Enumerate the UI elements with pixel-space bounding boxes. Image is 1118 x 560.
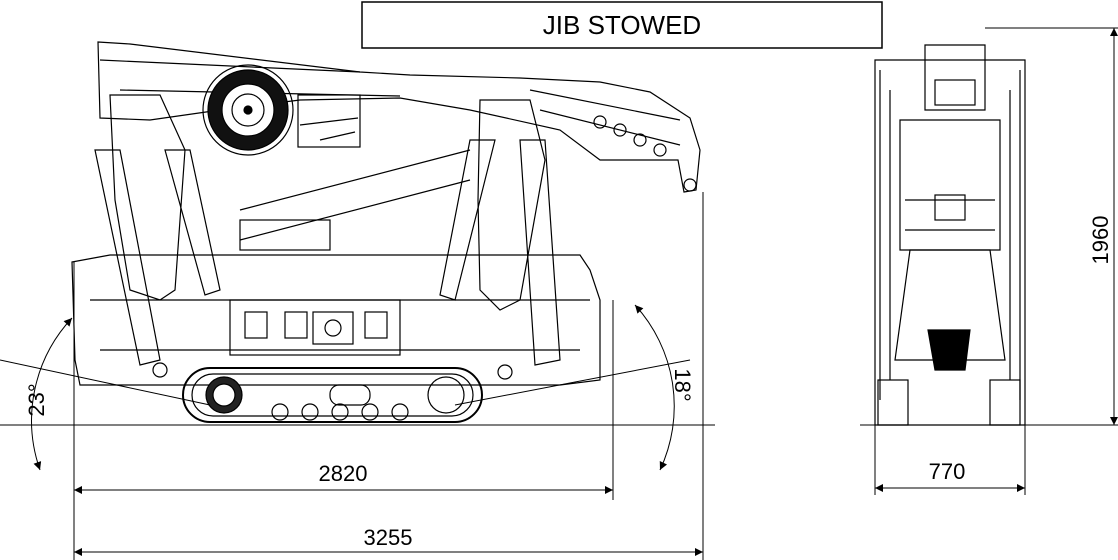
dim-770: 770 xyxy=(874,425,1026,495)
winch-drum xyxy=(202,64,294,156)
side-view xyxy=(0,41,715,426)
front-view xyxy=(860,44,1035,426)
outrigger-legs xyxy=(94,94,561,380)
angle-approach-text: 23° xyxy=(24,383,49,416)
title-text: JIB STOWED xyxy=(543,10,701,40)
dim-height: 1960 xyxy=(1088,216,1113,265)
dim-1960: 1960 xyxy=(985,27,1118,426)
crawler-tracks xyxy=(182,367,483,423)
angle-approach: 23° xyxy=(0,317,211,471)
angle-departure: 18° xyxy=(454,304,695,471)
dim-2820: 2820 xyxy=(73,262,614,500)
dim-width: 770 xyxy=(929,459,966,484)
jib-boom xyxy=(97,41,701,193)
dim-3255: 3255 xyxy=(73,192,704,560)
main-body xyxy=(71,149,601,386)
dim-length-tracks: 2820 xyxy=(319,461,368,486)
control-box xyxy=(297,94,361,148)
angle-departure-text: 18° xyxy=(670,368,695,401)
dim-length-overall: 3255 xyxy=(364,525,413,550)
title-box: JIB STOWED xyxy=(361,1,883,49)
